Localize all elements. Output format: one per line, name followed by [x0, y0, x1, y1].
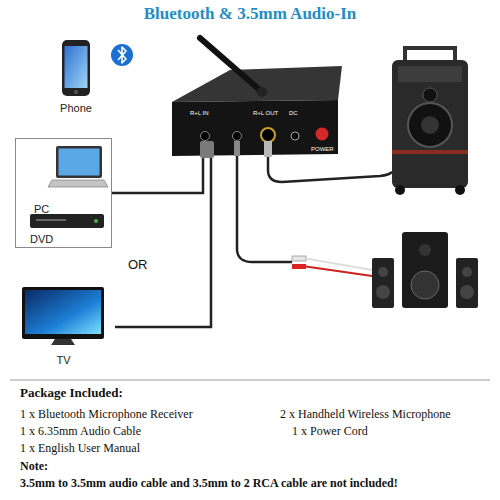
port-label: R+L OUT	[253, 110, 278, 117]
audio-cable	[115, 158, 211, 327]
rca-cable	[237, 156, 292, 262]
device-label: Phone	[50, 102, 102, 115]
laptop-icon	[48, 146, 108, 187]
bluetooth-icon	[111, 44, 133, 66]
port-label: POWER	[311, 146, 334, 153]
note-heading: Note:	[20, 460, 48, 474]
audio-plug	[264, 141, 272, 157]
package-item: 1 x English User Manual	[20, 442, 140, 456]
phone-icon	[62, 40, 90, 96]
device-label: TV	[15, 354, 112, 367]
separator-line	[10, 380, 490, 381]
package-item: 1 x Bluetooth Microphone Receiver	[20, 408, 193, 422]
section-heading: Package Included:	[20, 386, 123, 401]
package-item: 1 x 6.35mm Audio Cable	[20, 425, 141, 439]
receiver-body	[172, 38, 342, 156]
dvd-player-icon	[30, 214, 104, 228]
option-label: OR	[128, 258, 148, 273]
phone-device: Phone	[50, 36, 105, 118]
speaker-cable	[268, 157, 392, 182]
device-label: PC	[34, 203, 49, 216]
note-text: 3.5mm to 3.5mm audio cable and 3.5mm to …	[20, 477, 490, 491]
rca-plug	[292, 264, 306, 269]
port-label: DC	[289, 110, 298, 117]
package-item: 1 x Power Cord	[292, 425, 368, 439]
audio-plug	[200, 141, 214, 158]
device-label: DVD	[30, 233, 53, 246]
audio-plug	[234, 141, 240, 156]
tv-device: TV	[15, 282, 115, 372]
rca-cable	[306, 267, 372, 277]
trolley-speaker	[392, 48, 468, 195]
title: Bluetooth & 3.5mm Audio-In	[0, 4, 500, 24]
port-label: R+L IN	[190, 110, 209, 117]
tv-icon	[22, 287, 104, 345]
receiver-device: R+L IN R+L OUT DC POWER	[165, 62, 341, 158]
speaker-system	[372, 232, 478, 308]
rca-plug	[292, 256, 306, 261]
source-box: PC DVD	[15, 138, 112, 248]
audio-cable	[112, 158, 203, 193]
package-item: 2 x Handheld Wireless Microphone	[280, 408, 451, 422]
